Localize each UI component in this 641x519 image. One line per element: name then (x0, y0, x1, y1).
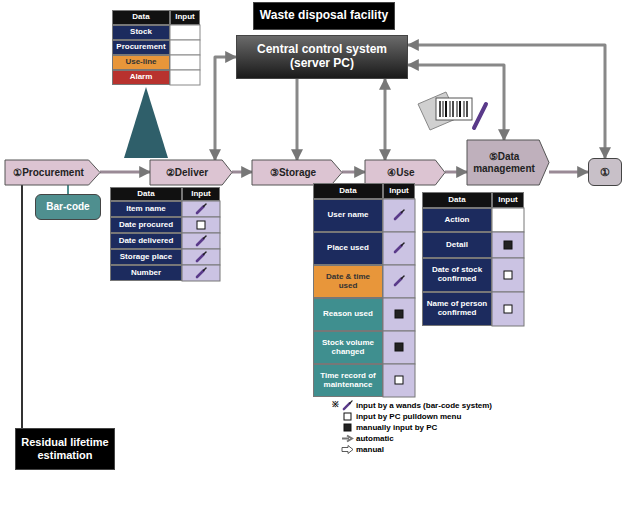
table-header: Input (182, 187, 220, 201)
table-header: Data (313, 183, 383, 199)
table-cell: Stock volume changed (313, 331, 383, 364)
table-cell: Detail (422, 232, 492, 258)
legend-text: automatic (356, 433, 394, 444)
table-cell: Number (110, 265, 182, 281)
callout-box: Bar-code (35, 194, 101, 220)
node-label: ④Use (387, 167, 414, 179)
table-cell: Storage place (110, 249, 182, 265)
process-arrow: ①Procurement (5, 160, 100, 185)
table-cell: Place used (313, 232, 383, 265)
table-cell: Item name (110, 201, 182, 217)
node-label: Residual lifetime estimation (20, 436, 110, 461)
legend-text: manually input by PC (356, 422, 437, 433)
node-label: Waste disposal facility (260, 9, 388, 23)
table-cell: Name of person confirmed (422, 292, 492, 326)
table-header: Input (492, 192, 524, 208)
node-label: ③Storage (270, 167, 316, 179)
connector (408, 65, 504, 140)
legend-text: input by PC pulldown menu (356, 411, 461, 422)
table-header: Data (112, 10, 170, 25)
table-cell: Date procured (110, 217, 182, 233)
input-cells (170, 25, 200, 85)
pointer-triangle (124, 87, 168, 158)
input-cells (492, 232, 524, 326)
wand-icon (197, 236, 206, 245)
connector (21, 185, 23, 428)
wand-icon (344, 401, 352, 409)
process-arrow: ②Deliver (150, 160, 232, 185)
connector (549, 171, 588, 174)
wand-icon (197, 204, 206, 213)
table-cell: Action (422, 208, 492, 232)
table-header: Input (383, 183, 415, 199)
wand-icon (197, 268, 206, 277)
pulldown-icon (197, 221, 205, 229)
wand-icon (395, 210, 404, 219)
connector (215, 57, 236, 160)
table-header: Data (422, 192, 492, 208)
estimation-box: Residual lifetime estimation (15, 428, 115, 470)
node-label: ⑤Data management (471, 151, 537, 174)
table-cell: Date delivered (110, 233, 182, 249)
input-cell (492, 208, 524, 232)
process-arrow: ④Use (365, 160, 445, 185)
pulldown-icon (344, 413, 351, 420)
wand-icon (197, 252, 206, 261)
wand-icon (395, 243, 404, 252)
cycle-box: ① (588, 158, 622, 186)
table-cell: Date & time used (313, 265, 383, 298)
node-label: Central control system (server PC) (241, 43, 403, 71)
node-label: ① (600, 166, 610, 179)
node-label: Bar-code (46, 201, 89, 213)
manual-icon (395, 310, 403, 318)
connector (384, 79, 387, 160)
node-label: ②Deliver (166, 167, 208, 179)
legend-text: input by a wands (bar-code system) (356, 400, 492, 411)
control-system-box: Central control system (server PC) (236, 35, 408, 79)
connector (342, 171, 365, 174)
connector (445, 171, 467, 174)
table-header: Input (170, 10, 200, 25)
table-cell: Use-line (112, 55, 170, 70)
manual-icon (504, 241, 512, 249)
node-label: ①Procurement (13, 167, 84, 179)
process-arrow: ⑤Data management (467, 140, 549, 185)
connector (67, 185, 69, 194)
table-cell: Date of stock confirmed (422, 258, 492, 292)
process-arrow: ③Storage (252, 160, 342, 185)
table-cell: Reason used (313, 298, 383, 331)
pulldown-icon (504, 305, 512, 313)
wand-icon (395, 276, 404, 285)
manual-icon (344, 424, 351, 431)
automatic-arrow (342, 436, 352, 442)
manual-icon (395, 343, 403, 351)
facility-box: Waste disposal facility (253, 2, 395, 30)
connector (100, 171, 150, 174)
connector (296, 79, 299, 160)
table-cell: Alarm (112, 70, 170, 85)
input-cells (182, 201, 220, 281)
legend-mark: ※ (330, 400, 341, 411)
barcode-illustration (418, 92, 486, 130)
pulldown-icon (504, 271, 512, 279)
table-cell: Stock (112, 25, 170, 40)
table-cell: Procurement (112, 40, 170, 55)
table-header: Data (110, 187, 182, 201)
connector (232, 171, 252, 174)
input-cells (383, 199, 415, 397)
legend-text: manual (356, 444, 384, 455)
table-cell: Time record of maintenance (313, 364, 383, 397)
pulldown-icon (395, 376, 403, 384)
manual-arrow (342, 446, 353, 454)
table-cell: User name (313, 199, 383, 232)
